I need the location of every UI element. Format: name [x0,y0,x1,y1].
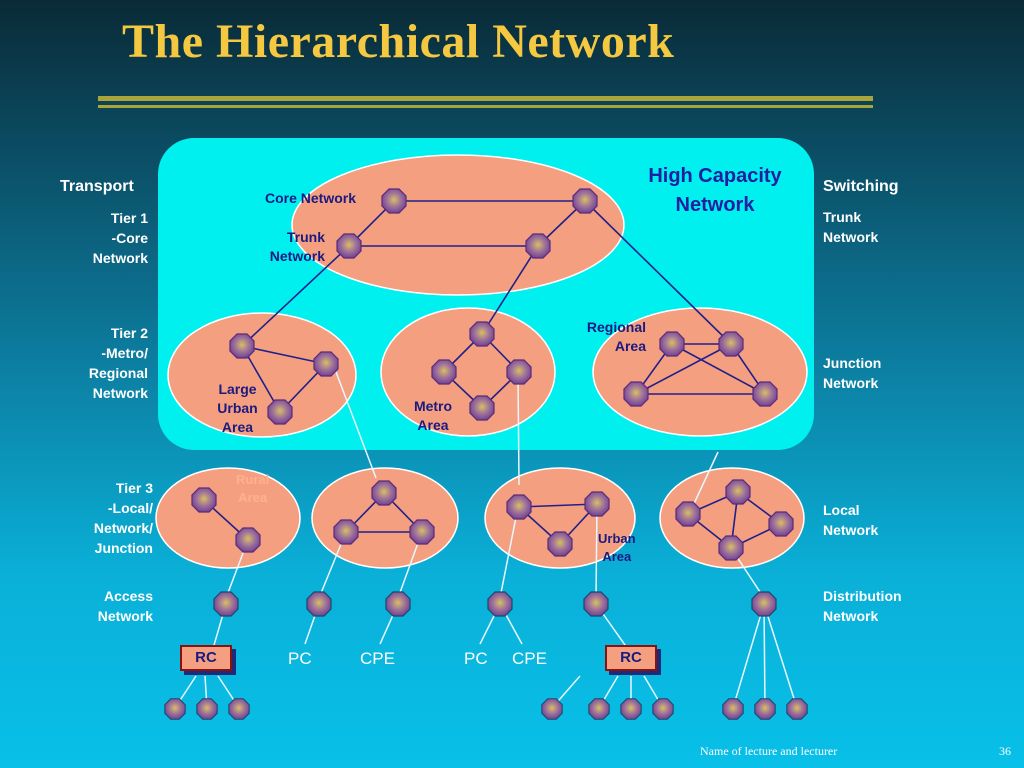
core-network-area [291,154,625,296]
large-urban-area [167,312,357,438]
access-nodes [213,591,777,617]
pc-label-2: PC [464,649,488,668]
trunk-network-label: Trunk Network [823,209,879,245]
tier3-label: Tier 3 -Local/ Network/ Junction [93,480,153,556]
slide-title: The Hierarchical Network [122,15,675,68]
remote-concentrator-1: RC [180,645,236,675]
core-network-label: Core Network [265,190,357,206]
metro-area [380,307,556,437]
title-underline [98,96,873,101]
cpe-label-2: CPE [512,649,547,668]
cpe-label-1: CPE [360,649,395,668]
pc-label-1: PC [288,649,312,668]
tier3-area-1 [155,467,301,569]
rc-label-1: RC [180,645,232,671]
distribution-network-label: Distribution Network [823,588,902,624]
distribution-nodes [164,698,808,720]
rc-label-2: RC [605,645,657,671]
high-capacity-network-label: High Capacity Network [648,165,782,216]
junction-network-label: Junction Network [823,355,882,391]
trunk-network-inner-label: Trunk Network [269,229,325,264]
urban-area-label: Urban Area [598,531,636,564]
remote-concentrator-2: RC [605,645,661,675]
tier1-label: Tier 1 -Core Network [92,210,148,266]
title-underline-thin [98,105,873,108]
large-urban-area-label: Large Urban Area [217,381,258,435]
transport-heading: Transport [60,178,134,195]
access-network-label: Access Network [97,588,153,624]
local-network-label: Local Network [823,502,879,538]
page-number: 36 [999,744,1011,758]
regional-area-label: Regional Area [586,319,646,354]
switching-heading: Switching [823,178,899,195]
tier3-area-4 [659,467,805,569]
footer-text: Name of lecture and lecturer [700,744,838,758]
rural-area-label: Rural Area [236,472,270,505]
metro-area-label: Metro Area [413,398,453,433]
tier2-label: Tier 2 -Metro/ Regional Network [88,325,148,401]
regional-area [592,307,808,437]
